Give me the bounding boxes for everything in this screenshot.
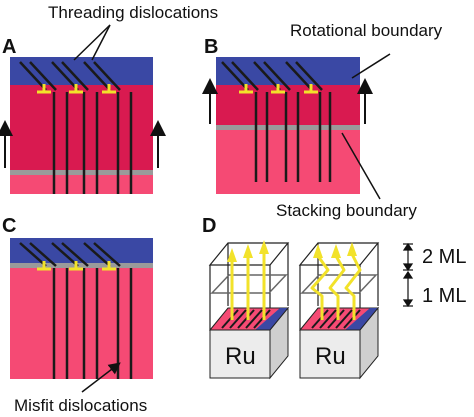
panel-b: B	[202, 36, 373, 194]
panel-a-arrows	[0, 120, 166, 168]
panel-c-dislocation-symbols	[37, 261, 116, 271]
misfit-dislocations-pointer	[81, 362, 121, 393]
panel-a-dislocation-symbols	[37, 84, 116, 94]
panel-d: D	[202, 215, 466, 380]
panel-a-label: A	[2, 36, 16, 58]
panel-c: C	[2, 215, 153, 379]
thickness-2ml-label: 2 ML	[422, 246, 466, 268]
rotational-boundary-pointer	[351, 53, 391, 79]
panel-b-threading-lines	[221, 61, 323, 91]
rotational-boundary-label: Rotational boundary	[290, 21, 443, 40]
panel-b-blue-layer	[216, 57, 360, 85]
panel-b-light-pink-layer	[216, 127, 360, 194]
stacking-boundary-pointer	[341, 132, 381, 200]
right-substrate-label: Ru	[315, 343, 346, 370]
panel-b-arrows	[202, 78, 373, 124]
stacking-boundary-label: Stacking boundary	[276, 201, 417, 220]
panel-c-gray-boundary	[10, 263, 153, 268]
panel-a-gray-boundary	[10, 170, 153, 175]
panel-b-vertical-dislocations	[254, 92, 332, 182]
panel-a-blue-layer	[10, 57, 153, 85]
panel-a: A	[0, 36, 166, 194]
misfit-dislocations-label: Misfit dislocations	[14, 396, 147, 415]
panel-d-right-cube: Ru	[298, 242, 380, 380]
thickness-markers	[402, 242, 414, 308]
thickness-1ml-label: 1 ML	[422, 285, 466, 307]
panel-b-dark-pink-layer	[216, 85, 360, 127]
panel-a-dark-pink-layer	[10, 85, 153, 171]
panel-a-threading-lines	[19, 61, 121, 91]
panel-b-gray-boundary	[216, 125, 360, 130]
panel-c-light-pink-layer	[10, 265, 153, 379]
panel-c-vertical-dislocations	[52, 268, 133, 379]
panel-b-dislocation-symbols	[239, 84, 318, 94]
threading-dislocations-label: Threading dislocations	[48, 3, 218, 22]
panel-c-threading-lines	[19, 242, 121, 267]
panel-b-label: B	[204, 36, 218, 58]
panel-d-left-cube: Ru	[208, 240, 290, 380]
threading-label-pointers	[73, 24, 111, 61]
panel-a-vertical-dislocations	[52, 92, 133, 194]
panel-d-label: D	[202, 215, 216, 237]
left-substrate-label: Ru	[225, 343, 256, 370]
panel-c-label: C	[2, 215, 16, 237]
